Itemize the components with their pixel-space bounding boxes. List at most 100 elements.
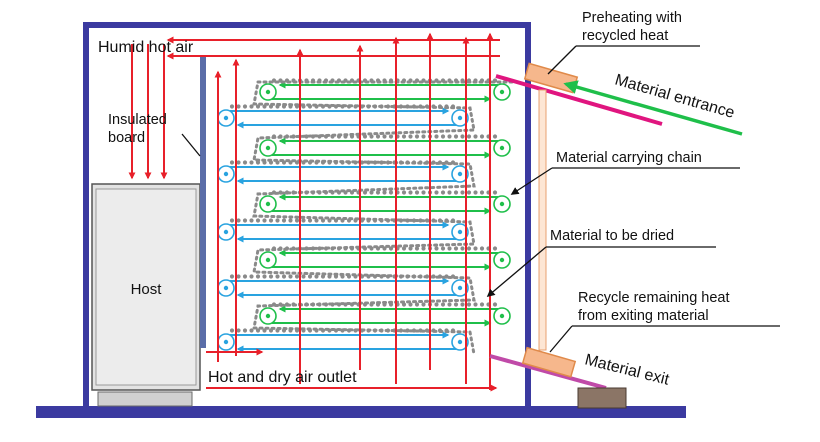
material-dot [255, 274, 261, 279]
roller-hub-6-right [457, 229, 463, 235]
material-dot [434, 302, 439, 307]
host-panel [95, 188, 197, 386]
hot-dry-air-outlet-label: Hot and dry air outlet [208, 369, 357, 386]
material-dot [447, 246, 452, 251]
host-unit: Host [91, 183, 201, 407]
material-dot [414, 134, 420, 139]
material-dot [320, 274, 326, 279]
material-dot [249, 218, 254, 223]
material-dot [473, 246, 478, 251]
roller-hub-2-right [457, 115, 463, 121]
material-entrance-arrow [563, 80, 743, 136]
host-label: Host [131, 281, 163, 298]
material-dot [447, 134, 452, 139]
material-dot [327, 218, 332, 223]
material-dot [281, 218, 287, 223]
material-dot [447, 190, 452, 195]
material-dot [314, 274, 319, 279]
roller-hub-8-left [223, 285, 229, 291]
material-dot [281, 274, 287, 279]
material-dot [479, 246, 485, 251]
material-dot [249, 328, 254, 333]
preheating-line-1: Preheating with [582, 10, 682, 26]
host-base [97, 391, 193, 407]
material-dot [301, 218, 306, 223]
material-dot [460, 190, 465, 195]
material-dot [236, 104, 241, 109]
material-dot [466, 190, 472, 195]
material-dot [249, 160, 254, 165]
material-dot [369, 134, 374, 139]
material-dot [421, 134, 426, 139]
roller-hub-10-right [457, 339, 463, 345]
roller-hub-3-right [499, 145, 505, 151]
dryer-housing [36, 22, 686, 418]
material-dot [408, 134, 413, 139]
material-dot [242, 104, 248, 109]
material-dot [434, 190, 439, 195]
material-dot [229, 160, 235, 165]
material-dot [421, 302, 426, 307]
material-dot [408, 190, 413, 195]
material-dot [460, 302, 465, 307]
material-dot [492, 134, 498, 139]
roller-hub-6-left [223, 229, 229, 235]
material-dot [473, 302, 478, 307]
material-dot [262, 274, 267, 279]
material-dot [408, 302, 413, 307]
material-dot [492, 246, 498, 251]
material-dot [414, 246, 420, 251]
material-dried-callout [486, 246, 547, 298]
material-dot [440, 302, 446, 307]
recycle-heat-line-2: from exiting material [578, 308, 709, 324]
material-dot [275, 274, 280, 279]
heat-recycle-pipe [538, 89, 547, 351]
preheating-callout [547, 45, 577, 75]
material-dot [401, 190, 407, 195]
floor-base [36, 406, 686, 418]
material-dot [479, 190, 485, 195]
material-dot [492, 302, 498, 307]
roller-hub-8-right [457, 285, 463, 291]
material-dot [294, 218, 300, 223]
material-dot [460, 134, 465, 139]
housing-left-wall [83, 22, 89, 410]
material-entrance-chute [495, 62, 743, 136]
material-dot [466, 134, 472, 139]
material-dot [382, 134, 387, 139]
material-dot [414, 190, 420, 195]
material-dot [434, 246, 439, 251]
material-dot [236, 160, 241, 165]
material-carrying-chain [229, 78, 514, 356]
roller-hub-10-left [223, 339, 229, 345]
insulated-board-line-2: board [108, 130, 145, 146]
material-dot [236, 274, 241, 279]
roller-hub-1-right [499, 89, 505, 95]
entrance-chute-pink [495, 74, 663, 126]
material-dot [236, 218, 241, 223]
heat-recycler-box [521, 346, 577, 378]
insulated-board-callout [181, 133, 201, 157]
material-dot [268, 218, 274, 223]
material-dot [268, 274, 274, 279]
preheating-line-2: recycled heat [582, 28, 668, 44]
material-dot [307, 218, 313, 223]
material-dot [434, 134, 439, 139]
material-dot [320, 218, 326, 223]
hot-air-flow [128, 32, 500, 392]
material-dot [375, 190, 381, 195]
humid-hot-air-label: Humid hot air [98, 39, 194, 56]
material-dot [388, 134, 394, 139]
material-to-be-dried-label: Material to be dried [550, 228, 674, 244]
roller-hub-3-left [265, 145, 271, 151]
material-dot [453, 190, 459, 195]
material-dot [294, 274, 300, 279]
material-dot [453, 302, 459, 307]
material-dot [440, 134, 446, 139]
material-dot [236, 328, 241, 333]
housing-top-wall [83, 22, 531, 28]
roller-hub-4-right [457, 171, 463, 177]
material-dot [255, 218, 261, 223]
material-dot [288, 218, 293, 223]
